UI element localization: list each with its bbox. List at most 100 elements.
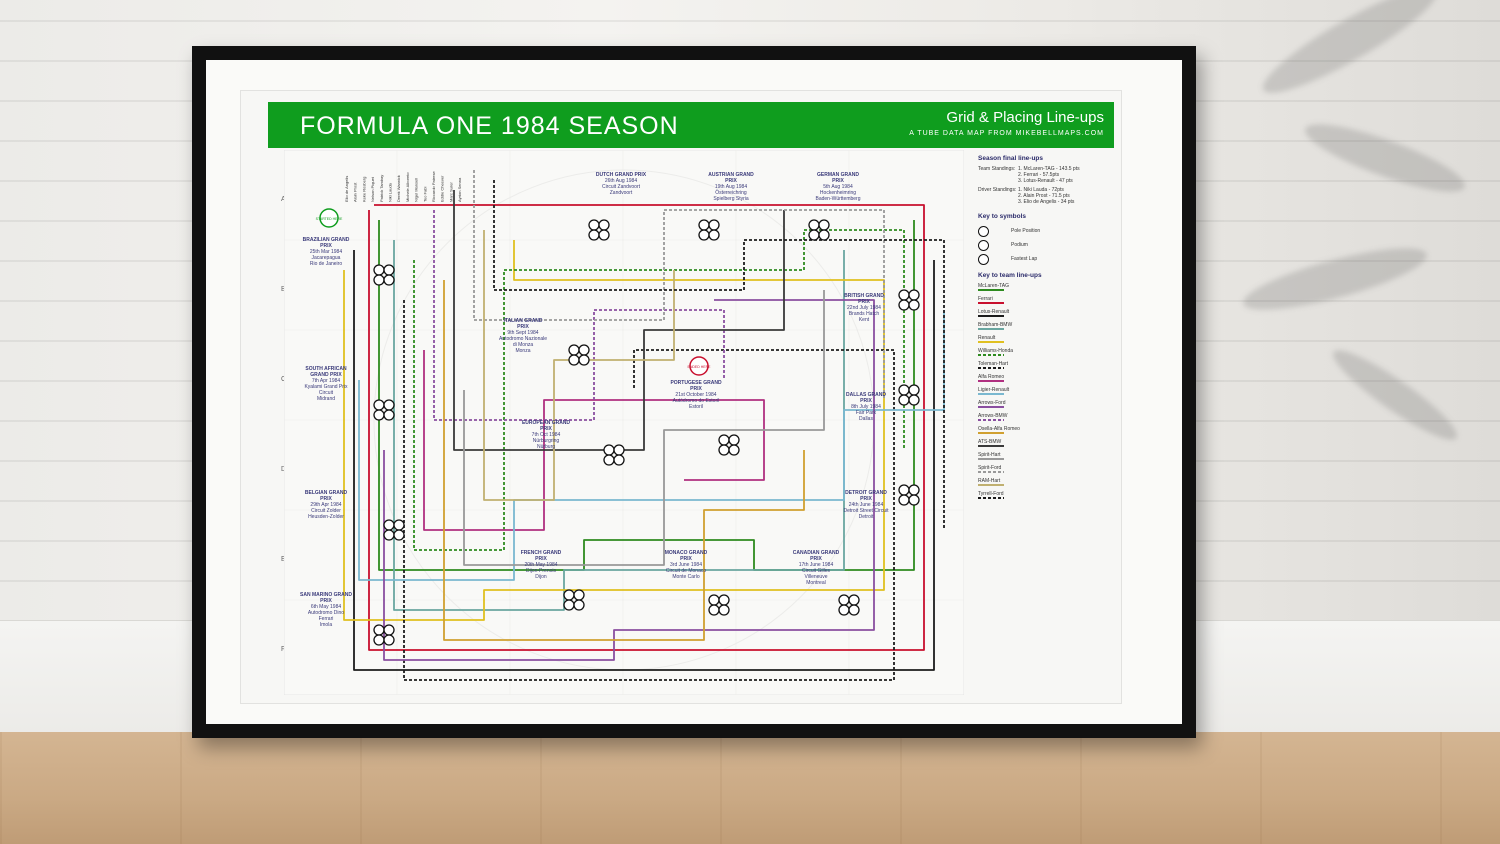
lineup-line-swatch bbox=[978, 393, 1004, 395]
race-circuit: Circuit de Monaco bbox=[665, 568, 707, 574]
race-name: DALLAS GRAND PRIX bbox=[846, 392, 886, 404]
race-circuit: Jacarepagua bbox=[311, 255, 341, 261]
driver-start-label: Keke Rosberg bbox=[361, 177, 366, 202]
lineup-team: Lotus-Renault bbox=[978, 309, 1010, 315]
team-line bbox=[378, 220, 915, 571]
lineup-team: Spirit-Hart bbox=[978, 452, 1001, 458]
grid-row-letter: C bbox=[281, 376, 287, 383]
race-station bbox=[373, 264, 385, 276]
race-place: Dijon bbox=[535, 574, 547, 580]
driver-start-label: Riccardo Patrese bbox=[431, 171, 436, 202]
race-name: SAN MARINO GRAND PRIX bbox=[300, 592, 352, 604]
team-standing: 1. McLaren-TAG - 143.5 pts bbox=[1018, 166, 1080, 172]
race-date: 20th May 1984 bbox=[524, 562, 558, 568]
race-station bbox=[708, 219, 720, 231]
symbol-row: Fastest Lap bbox=[978, 252, 1098, 266]
symbol-circle-icon bbox=[978, 239, 989, 251]
team-line bbox=[453, 190, 785, 451]
team-line bbox=[413, 229, 905, 551]
lineup-row: Spirit-Hart bbox=[978, 452, 1098, 465]
race-date: 21st October 1984 bbox=[675, 392, 717, 398]
team-line bbox=[463, 290, 825, 566]
lineup-row: Tyrrell-Ford bbox=[978, 491, 1098, 504]
race-station bbox=[698, 229, 710, 241]
race-station bbox=[818, 229, 830, 241]
lineup-team: Brabham-BMW bbox=[978, 322, 1013, 328]
symbol-label: Podium bbox=[1011, 242, 1028, 248]
lineup-row: Arrows-Ford bbox=[978, 400, 1098, 413]
race-date: 29th Apr 1984 bbox=[310, 502, 342, 508]
driver-standing: 3. Elio de Angelis - 34 pts bbox=[1018, 199, 1075, 205]
grid-row-letter: E bbox=[281, 556, 286, 563]
race-name: GERMAN GRAND PRIX bbox=[817, 172, 859, 184]
race-place: Montreal bbox=[806, 580, 826, 586]
race-circuit: Circuit Zolder bbox=[311, 508, 341, 514]
race-station bbox=[613, 444, 625, 456]
race-circuit: Fair Park bbox=[855, 410, 877, 416]
race-station bbox=[908, 494, 920, 506]
grid-row-letter: D bbox=[281, 466, 287, 473]
race-circuit: Kyalami Grand Prix Circuit bbox=[304, 384, 348, 396]
race-station bbox=[373, 274, 385, 286]
lineup-row: Osella-Alfa Romeo bbox=[978, 426, 1098, 439]
race-station bbox=[578, 344, 590, 356]
race-place: Baden-Württemberg bbox=[815, 196, 861, 202]
driver-start-label: Niki Lauda bbox=[388, 182, 393, 202]
race-date: 8th July 1984 bbox=[851, 404, 881, 410]
race-station bbox=[373, 399, 385, 411]
race-station bbox=[383, 409, 395, 421]
race-station bbox=[898, 289, 910, 301]
race-station bbox=[568, 354, 580, 366]
race-place: Detroit bbox=[858, 514, 874, 520]
race-name: FRENCH GRAND PRIX bbox=[520, 550, 562, 562]
race-place: Spielberg Styria bbox=[713, 196, 749, 202]
end-marker-label: ENDED HERE bbox=[688, 365, 712, 369]
lineup-team: Toleman-Hart bbox=[978, 361, 1009, 367]
lineup-row: Arrows-BMW bbox=[978, 413, 1098, 426]
race-place: Kent bbox=[858, 317, 870, 323]
end-marker bbox=[689, 356, 709, 376]
symbol-row: Pole Position bbox=[978, 224, 1098, 238]
driver-standings: Driver Standings: 1. Niki Lauda - 72pts … bbox=[978, 187, 1098, 205]
lineup-row: Alfa Romeo bbox=[978, 374, 1098, 387]
race-date: 25th Mar 1984 bbox=[309, 249, 343, 255]
race-place: Zandvoort bbox=[609, 190, 633, 196]
lineup-team: Spirit-Ford bbox=[978, 465, 1002, 471]
race-place: Dallas bbox=[859, 416, 873, 422]
lineup-row: Renault bbox=[978, 335, 1098, 348]
race-station bbox=[818, 219, 830, 231]
lineup-row: Ferrari bbox=[978, 296, 1098, 309]
race-station bbox=[908, 299, 920, 311]
driver-start-label: Nelson Piquet bbox=[370, 176, 375, 202]
race-circuit: Autodromo Dino Ferrari bbox=[307, 610, 345, 622]
poster-banner: FORMULA ONE 1984 SEASON Grid & Placing L… bbox=[268, 102, 1114, 148]
race-place: Heusden-Zolder bbox=[308, 514, 344, 520]
start-marker bbox=[319, 208, 339, 228]
driver-start-label: Nigel Mansell bbox=[414, 178, 419, 202]
lineup-team: RAM-Hart bbox=[978, 478, 1001, 484]
lineup-line-swatch bbox=[978, 406, 1004, 408]
lineup-row: Brabham-BMW bbox=[978, 322, 1098, 335]
race-station bbox=[598, 229, 610, 241]
race-station bbox=[898, 394, 910, 406]
race-date: 22nd July 1984 bbox=[847, 305, 881, 311]
lineup-line-swatch bbox=[978, 341, 1004, 343]
wooden-floor bbox=[0, 732, 1500, 844]
race-station bbox=[808, 219, 820, 231]
race-name: ITALIAN GRAND PRIX bbox=[503, 318, 543, 330]
poster-title: FORMULA ONE 1984 SEASON bbox=[300, 112, 679, 140]
race-name: AUSTRIAN GRAND PRIX bbox=[708, 172, 754, 184]
lineup-row: RAM-Hart bbox=[978, 478, 1098, 491]
grid-row-letter: B bbox=[281, 286, 286, 293]
team-standings: Team Standings: 1. McLaren-TAG - 143.5 p… bbox=[978, 166, 1098, 184]
lineup-row: McLaren-TAG bbox=[978, 283, 1098, 296]
lineup-line-swatch bbox=[978, 497, 1004, 499]
race-station bbox=[373, 624, 385, 636]
lineup-team: ATS-BMW bbox=[978, 439, 1002, 445]
lineup-row: Williams-Honda bbox=[978, 348, 1098, 361]
